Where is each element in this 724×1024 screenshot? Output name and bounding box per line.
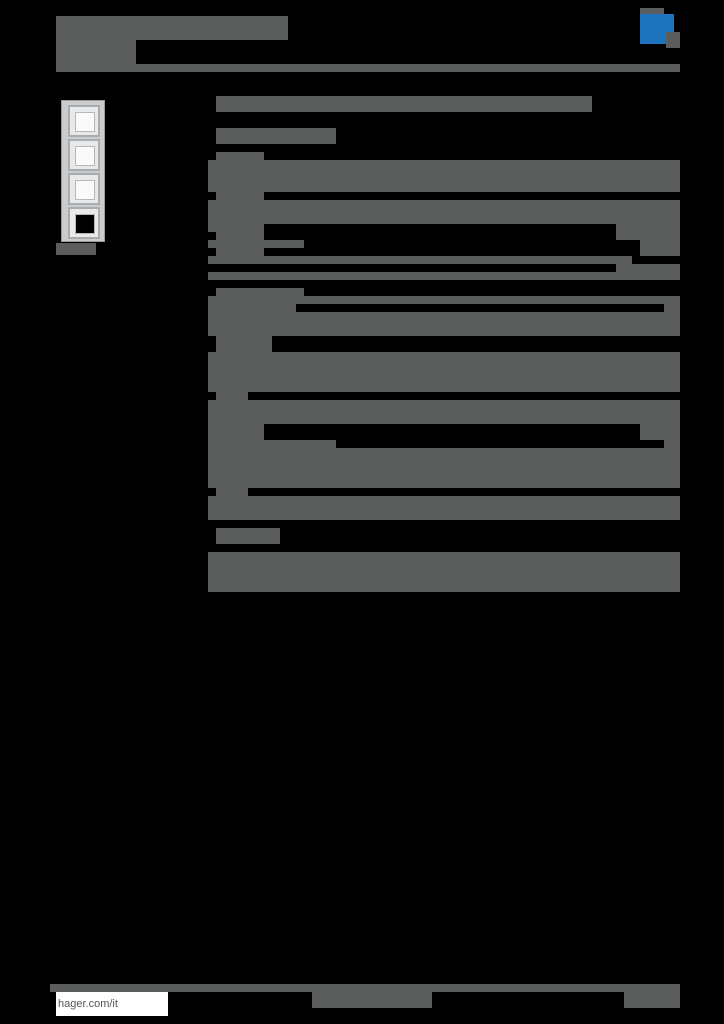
header-subtitle bbox=[56, 40, 136, 64]
footer-url-link[interactable]: hager.com/it bbox=[56, 992, 168, 1016]
footer-page-info bbox=[312, 992, 432, 1008]
hager-logo-icon bbox=[640, 8, 680, 48]
section-heading bbox=[216, 128, 336, 144]
footer-page-number bbox=[624, 984, 680, 1008]
notes-heading bbox=[216, 528, 280, 544]
header-title bbox=[56, 16, 288, 40]
header-divider bbox=[56, 64, 680, 72]
footer-divider bbox=[50, 984, 680, 992]
page-title bbox=[216, 96, 592, 112]
product-caption bbox=[56, 243, 96, 255]
product-image bbox=[61, 100, 105, 242]
